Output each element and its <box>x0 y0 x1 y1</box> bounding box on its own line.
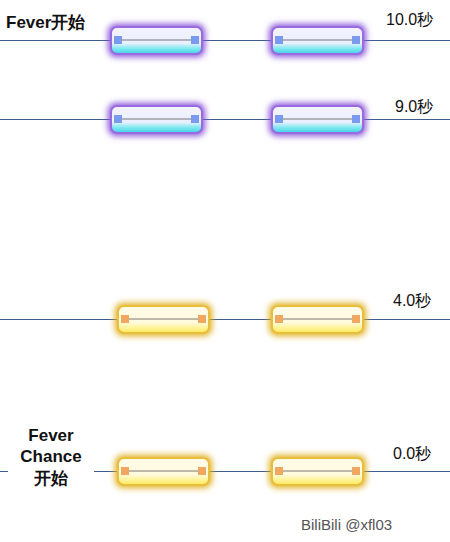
fever-notes <box>108 24 366 136</box>
time-label: 9.0秒 <box>395 97 433 118</box>
time-label: 10.0秒 <box>386 10 433 31</box>
event-label: Fever开始 <box>6 11 85 34</box>
time-label: 0.0秒 <box>393 444 431 465</box>
chance-notes <box>115 303 366 488</box>
watermark: BiliBili @xfl03 <box>301 516 392 533</box>
time-lines <box>0 41 450 472</box>
event-label: Fever Chance 开始 <box>8 425 94 489</box>
time-label: 4.0秒 <box>393 291 431 312</box>
